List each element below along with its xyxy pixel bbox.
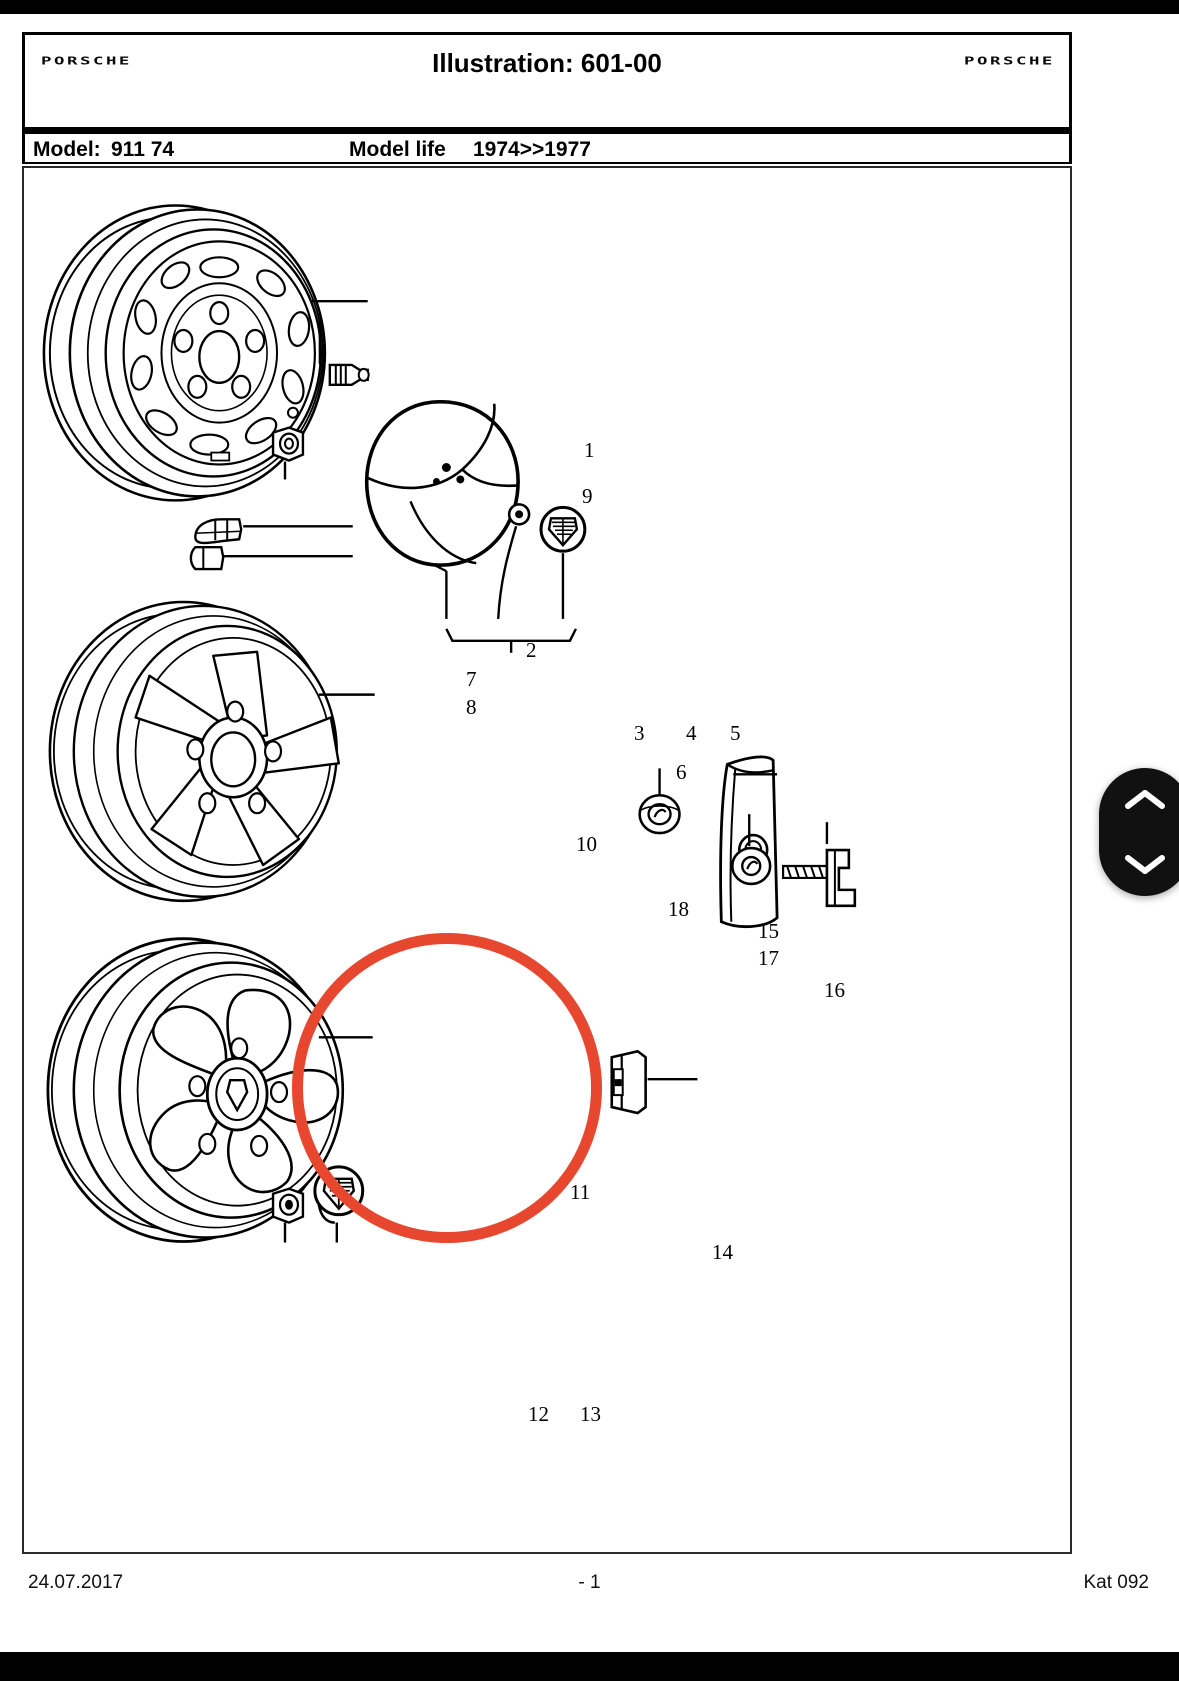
callout-15[interactable]: 15 — [758, 919, 779, 943]
group-bracket-6 — [445, 628, 577, 643]
chevron-up-icon[interactable] — [1122, 787, 1168, 813]
catalog-page: PORSCHE Illustration: 601-00 PORSCHE Mod… — [0, 14, 1179, 1652]
page-title: Illustration: 601-00 — [432, 48, 662, 78]
model-label: Model: — [33, 138, 101, 161]
callout-7[interactable]: 7 — [466, 667, 477, 691]
porsche-wordmark-right: PORSCHE — [963, 55, 1055, 68]
screw-and-clip-part — [782, 848, 857, 908]
wheel-nut-alloy-part — [271, 1187, 305, 1224]
scroll-control[interactable] — [1099, 768, 1179, 896]
callout-2[interactable]: 2 — [526, 638, 537, 662]
callout-6[interactable]: 6 — [676, 760, 687, 784]
hub-cap-part — [364, 399, 520, 567]
model-info-bar: Model: 911 74 Model life 1974>>1977 — [22, 130, 1072, 164]
callout-12[interactable]: 12 — [528, 1402, 549, 1426]
porsche-wordmark-left: PORSCHE — [41, 55, 132, 68]
callout-5[interactable]: 5 — [730, 721, 741, 745]
washer-part — [730, 846, 772, 886]
balance-weight-small-part — [189, 546, 225, 571]
callout-13[interactable]: 13 — [580, 1402, 601, 1426]
hub-cap-crest-part — [313, 1165, 365, 1224]
tyre-valve-part — [328, 363, 370, 387]
balance-weight-clip-part — [194, 518, 243, 545]
callout-10[interactable]: 10 — [576, 832, 597, 856]
model-life-label: Model life — [349, 138, 446, 161]
callout-1[interactable]: 1 — [584, 438, 595, 462]
footer-page-number: - 1 — [578, 1572, 601, 1593]
wheel-parts-diagram — [42, 204, 857, 1243]
illustration-frame[interactable]: 1 2 3 4 5 6 7 8 9 10 11 12 13 14 15 16 1… — [22, 166, 1072, 1554]
callout-16[interactable]: 16 — [824, 978, 845, 1002]
model-life-value: 1974>>1977 — [473, 138, 591, 161]
callout-8[interactable]: 8 — [466, 695, 477, 719]
bushing-grommet-part — [638, 793, 681, 835]
callout-18[interactable]: 18 — [668, 897, 689, 921]
callout-14[interactable]: 14 — [712, 1240, 733, 1264]
porsche-crest-emblem-part — [539, 505, 587, 553]
wheel-nut-part — [271, 426, 305, 462]
spring-clip-part — [610, 1049, 647, 1115]
footer-date: 24.07.2017 — [28, 1572, 124, 1593]
callout-9[interactable]: 9 — [582, 484, 593, 508]
callout-3[interactable]: 3 — [634, 721, 645, 745]
callout-4[interactable]: 4 — [686, 721, 697, 745]
leader-line-4 — [496, 525, 518, 619]
model-value: 911 74 — [111, 138, 175, 161]
page-header: PORSCHE Illustration: 601-00 PORSCHE — [22, 32, 1072, 130]
callout-17[interactable]: 17 — [758, 946, 779, 970]
callout-11[interactable]: 11 — [570, 1180, 591, 1204]
page-footer: 24.07.2017 - 1 Kat 092 — [0, 1572, 1179, 1612]
hub-cap-screw-part — [507, 503, 531, 526]
chevron-down-icon[interactable] — [1122, 851, 1168, 877]
alloy-wheel-illustration — [48, 600, 341, 903]
footer-catalog-number: Kat 092 — [1083, 1572, 1150, 1593]
